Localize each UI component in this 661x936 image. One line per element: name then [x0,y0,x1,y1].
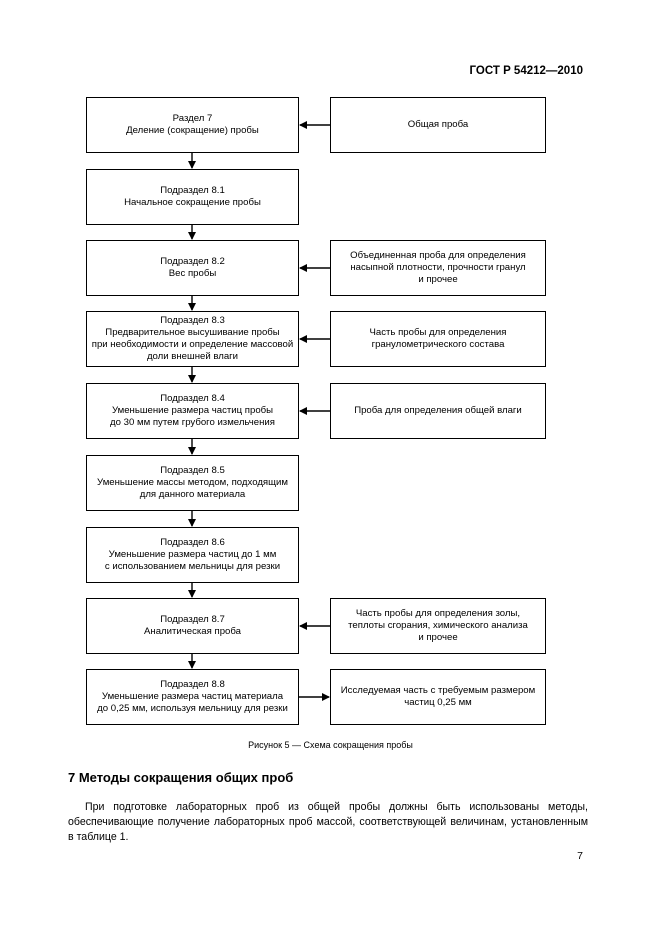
process-box-line: Подраздел 8.5 [160,465,225,476]
process-box-line: Раздел 7 [172,113,213,124]
process-box-line: Подраздел 8.4 [160,393,225,404]
process-box-line: Уменьшение массы методом, подходящим [97,477,288,488]
side-box: Общая проба [330,97,546,153]
process-box-line: Уменьшение размера частиц до 1 мм [108,549,277,560]
process-box-line: до 30 мм путем грубого измельчения [110,417,275,428]
process-box-line: Подраздел 8.7 [160,614,225,625]
side-box-line: гранулометрического состава [371,339,505,350]
process-box-line: при необходимости и определение массовой [91,339,294,350]
process-box-line: Предварительное высушивание пробы [105,327,280,338]
standard-code: ГОСТ Р 54212—2010 [469,65,583,77]
side-box-line: Часть пробы для определения [369,327,507,338]
process-box-line: Подраздел 8.3 [160,315,225,326]
section-title: 7 Методы сокращения общих проб [68,770,294,785]
side-box-line: Общая проба [407,119,469,130]
process-box-line: Уменьшение размера частиц пробы [111,405,274,416]
process-box-line: Начальное сокращение пробы [124,197,261,208]
process-box-line: Подраздел 8.1 [160,185,225,196]
side-box-line: Объединенная проба для определения [350,250,526,261]
process-box-line: Подраздел 8.8 [160,679,225,690]
process-box-line: доли внешней влаги [146,351,239,362]
process-box-line: для данного материала [139,489,246,500]
process-box-line: Аналитическая проба [144,626,241,637]
process-box-line: Подраздел 8.2 [160,256,225,267]
process-box-line: Деление (сокращение) пробы [126,125,259,136]
side-box-line: и прочее [418,274,458,285]
side-box-line: Часть пробы для определения золы, [355,608,521,619]
side-box-line: Проба для определения общей влаги [354,405,522,416]
page-number: 7 [577,850,583,862]
figure-caption: Рисунок 5 — Схема сокращения пробы [248,740,413,750]
section-paragraph: При подготовке лабораторных проб из обще… [68,801,588,843]
process-box-line: с использованием мельницы для резки [104,561,281,572]
process-box-line: до 0,25 мм, используя мельницу для резки [97,703,288,714]
process-box-line: Подраздел 8.6 [160,537,225,548]
side-box-line: насыпной плотности, прочности гранул [350,262,526,273]
side-box-line: теплоты сгорания, химического анализа [348,620,528,631]
process-box-line: Вес пробы [168,268,217,279]
side-box: Проба для определения общей влаги [330,383,546,439]
side-box-line: частиц 0,25 мм [404,697,472,708]
side-box-line: и прочее [418,632,458,643]
process-box-line: Уменьшение размера частиц материала [101,691,284,702]
side-box: Часть пробы для определения золы,теплоты… [330,598,546,654]
side-box-line: Исследуемая часть с требуемым размером [340,685,536,696]
